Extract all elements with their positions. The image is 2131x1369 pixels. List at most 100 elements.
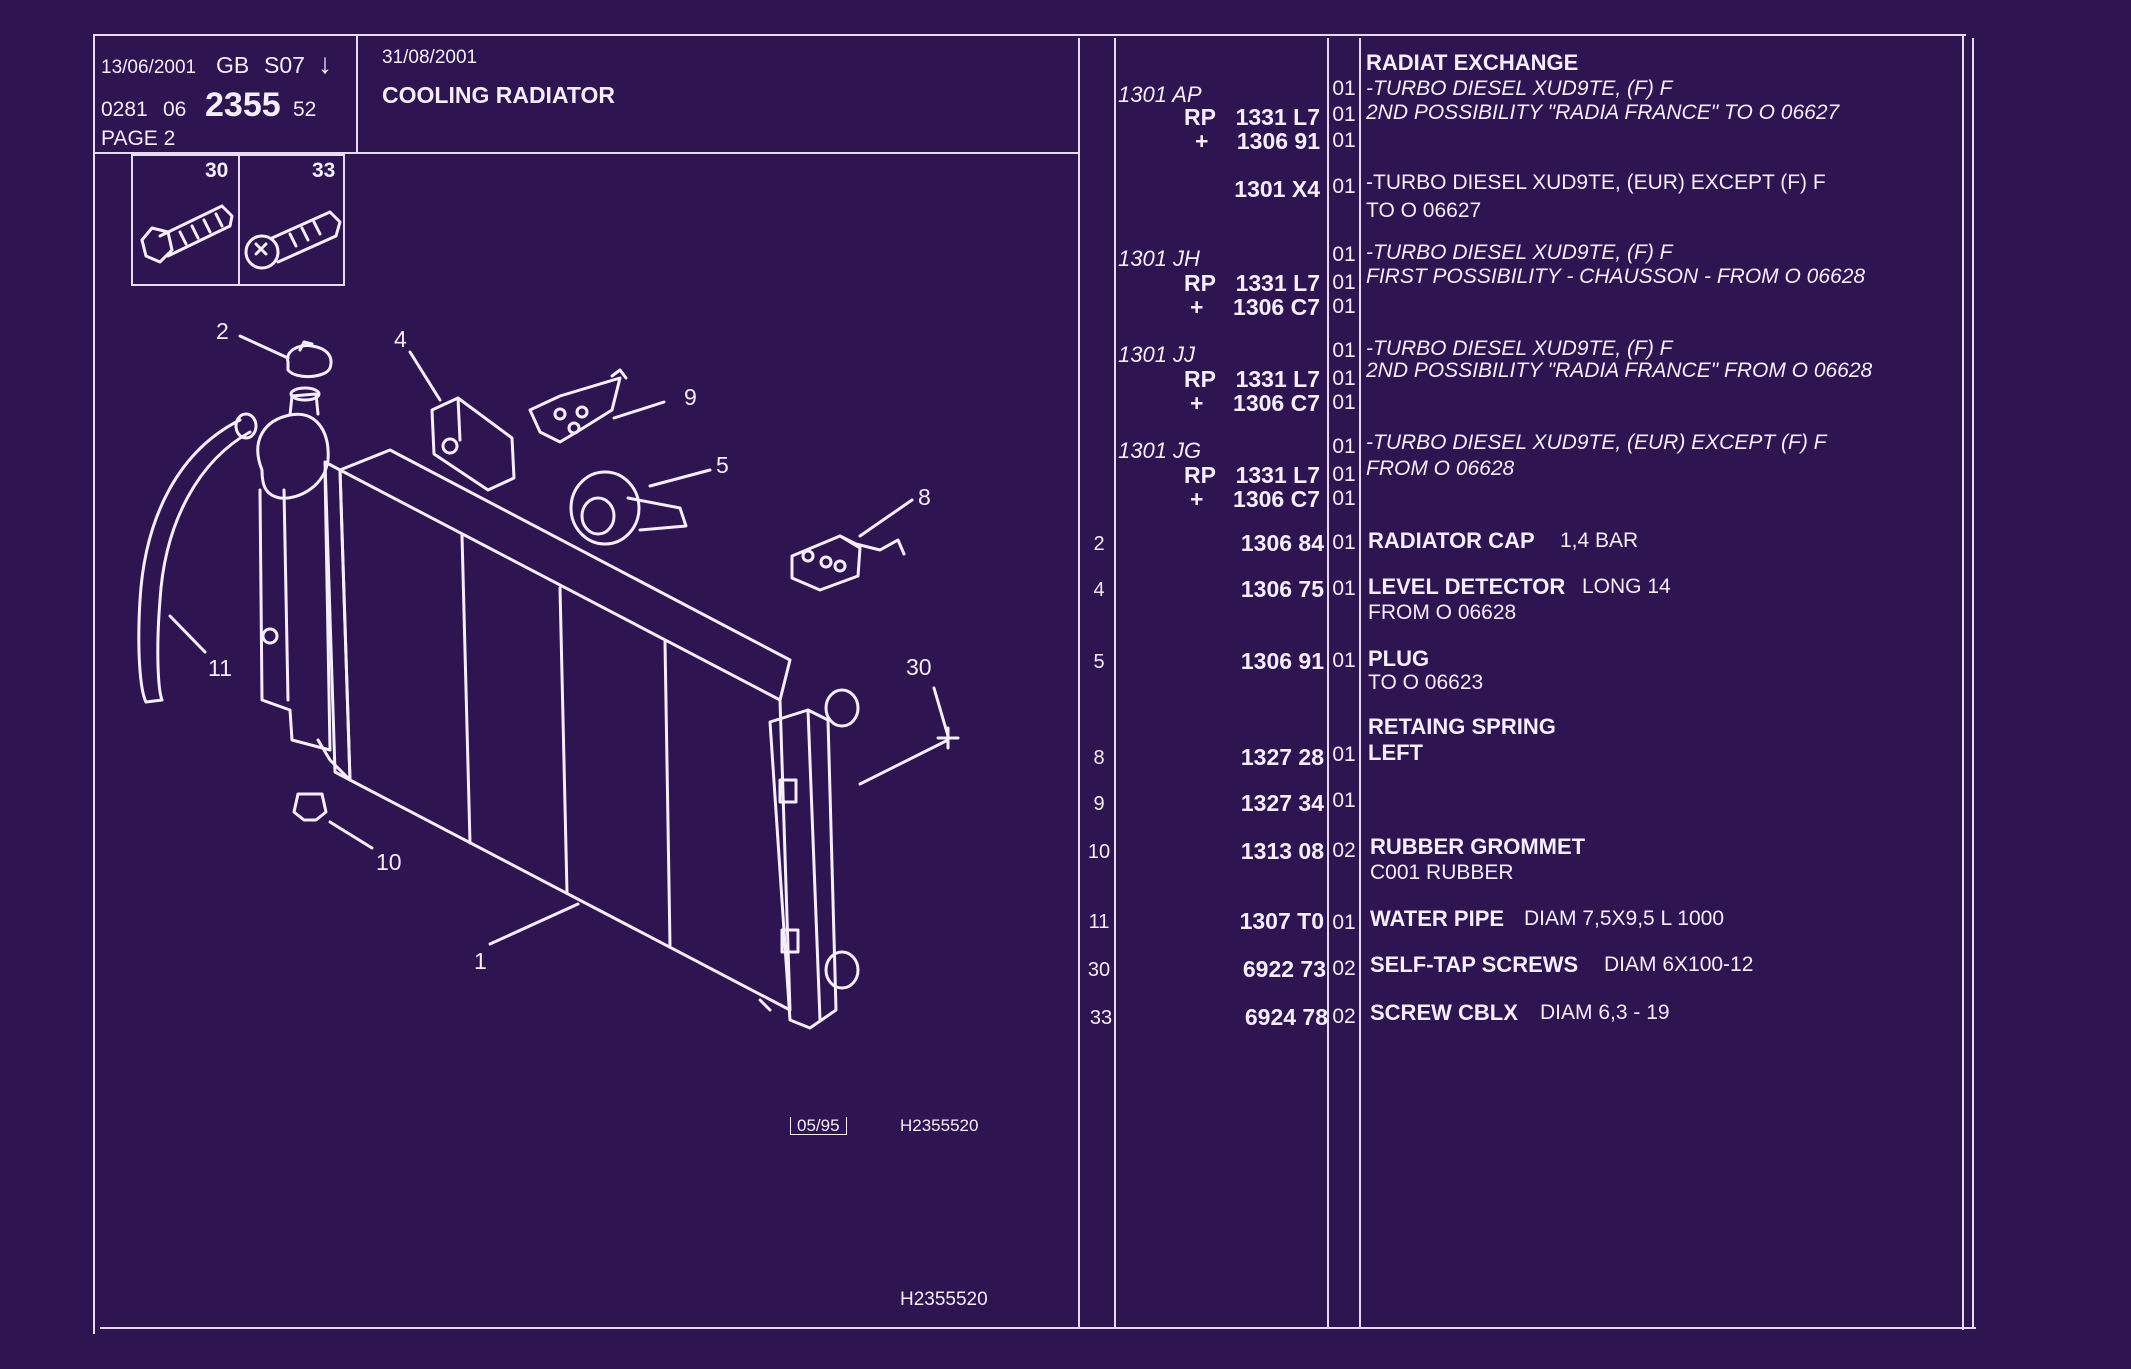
frame-header-divider (356, 36, 358, 154)
part-number: 1306 91 (1240, 648, 1324, 674)
inset-border-right (343, 154, 345, 286)
part-number: 1306 75 (1240, 576, 1324, 602)
prefix: + (1190, 294, 1204, 320)
part-number: 1307 T0 (1239, 908, 1324, 934)
page-title: COOLING RADIATOR (382, 82, 615, 108)
part-name: LEVEL DETECTOR (1368, 574, 1566, 599)
part-name: SELF-TAP SCREWS (1370, 952, 1579, 977)
part-sub: TO O 06623 (1368, 671, 1484, 694)
screw-33-icon (244, 210, 342, 270)
part-number: 1331 L7 (1235, 270, 1320, 296)
catalog-number-main: 2355 (205, 86, 281, 124)
qty: 02 (1332, 839, 1356, 862)
qty: 01 (1332, 391, 1356, 414)
qty: 02 (1332, 957, 1356, 980)
group-code: 1301 JH (1118, 246, 1200, 271)
part-number: 1306 C7 (1233, 390, 1320, 416)
prefix: RP (1184, 366, 1216, 392)
qty: 01 (1332, 577, 1356, 600)
part-number: 1327 28 (1240, 744, 1324, 770)
qty: 01 (1332, 531, 1356, 554)
left-tank (258, 468, 332, 752)
print-date: 13/06/2001 (101, 57, 197, 78)
qty: 01 (1332, 789, 1356, 812)
callout-5: 5 (716, 452, 729, 478)
catalog-number-a: 0281 (101, 98, 148, 121)
qty: 01 (1332, 339, 1356, 362)
desc: FROM O 06628 (1366, 457, 1515, 480)
callout-2: 2 (216, 318, 229, 344)
frame-outer-bottom (100, 1327, 1976, 1329)
frame-col-ref-right (1114, 38, 1116, 1328)
down-arrow-icon: ↓ (318, 48, 332, 79)
desc: 2ND POSSIBILITY "RADIA FRANCE" FROM O 06… (1366, 359, 1873, 382)
part-name: WATER PIPE (1370, 906, 1505, 931)
level-detector (408, 350, 516, 492)
part-detail: DIAM 6X100-12 (1604, 953, 1754, 976)
bottom-code: H2355520 (900, 1289, 988, 1310)
qty: 01 (1332, 295, 1356, 318)
catalog-number-b: 06 (163, 98, 187, 121)
rubber-grommet (292, 792, 374, 850)
callout-10: 10 (376, 849, 402, 875)
radiator-cap (238, 334, 333, 378)
frame-col-ref-left (1078, 38, 1080, 1328)
prefix: RP (1184, 104, 1216, 130)
qty: 01 (1332, 129, 1356, 152)
callout-9: 9 (684, 384, 697, 410)
desc: -TURBO DIESEL XUD9TE, (EUR) EXCEPT (F) F (1366, 431, 1827, 454)
part-number: 1313 08 (1240, 838, 1324, 864)
ref-number: 5 (1093, 651, 1105, 673)
desc: -TURBO DIESEL XUD9TE, (EUR) EXCEPT (F) F (1366, 171, 1826, 194)
part-number: 1327 34 (1240, 790, 1324, 816)
retaining-spring-8 (790, 498, 914, 592)
part-number: 1301 X4 (1234, 176, 1320, 202)
screw-30-icon (140, 204, 234, 264)
expansion-bottle (256, 386, 330, 500)
radiator-core (316, 448, 792, 1012)
prefix: + (1195, 128, 1209, 154)
part-number: 6922 73 (1242, 956, 1326, 982)
group-code: 1301 AP (1118, 82, 1202, 107)
qty: 01 (1332, 271, 1356, 294)
ref-number: 2 (1093, 533, 1105, 555)
diagram-code: H2355520 (900, 1116, 979, 1135)
qty: 01 (1332, 743, 1356, 766)
ref-number: 8 (1093, 747, 1105, 769)
qty: 01 (1332, 649, 1356, 672)
qty: 01 (1332, 487, 1356, 510)
part-name: RADIATOR CAP (1368, 528, 1535, 553)
part-name: RUBBER GROMMET (1370, 834, 1586, 859)
part-detail: DIAM 7,5X9,5 L 1000 (1524, 907, 1725, 930)
frame-outer-left (93, 34, 95, 1334)
qty: 01 (1332, 175, 1356, 198)
retaining-spring-9 (528, 368, 666, 444)
prefix: RP (1184, 462, 1216, 488)
group-code: 1301 JG (1118, 438, 1202, 463)
language-code: GB (216, 52, 250, 78)
inset-border-left (131, 154, 133, 286)
part-detail: LONG 14 (1582, 575, 1671, 598)
ref-number: 9 (1093, 793, 1105, 815)
part-number: 1331 L7 (1235, 366, 1320, 392)
part-name: RETAING SPRING (1368, 714, 1556, 739)
desc: 2ND POSSIBILITY "RADIA FRANCE" TO O 0662… (1366, 101, 1840, 124)
frame-outer-right (1962, 34, 1964, 1330)
desc: FIRST POSSIBILITY - CHAUSSON - FROM O 06… (1366, 265, 1866, 288)
ref-number: 30 (1087, 959, 1111, 981)
inset-label-33: 33 (312, 159, 336, 182)
catalog-number-c: 52 (293, 98, 317, 121)
desc: -TURBO DIESEL XUD9TE, (F) F (1366, 241, 1673, 264)
right-tank (758, 688, 860, 1030)
ref-number: 11 (1088, 911, 1110, 933)
qty: 01 (1332, 243, 1356, 266)
ref-number: 10 (1087, 841, 1111, 863)
section-code: S07 (264, 52, 305, 78)
frame-right-edge (1972, 38, 1974, 1328)
ref-number: 4 (1093, 579, 1105, 601)
desc: -TURBO DIESEL XUD9TE, (F) F (1366, 77, 1673, 100)
exchange-title: RADIAT EXCHANGE (1366, 50, 1579, 75)
part-number: 1306 C7 (1233, 486, 1320, 512)
group-code: 1301 JJ (1118, 342, 1196, 367)
part-number: 6924 78 (1244, 1004, 1328, 1030)
